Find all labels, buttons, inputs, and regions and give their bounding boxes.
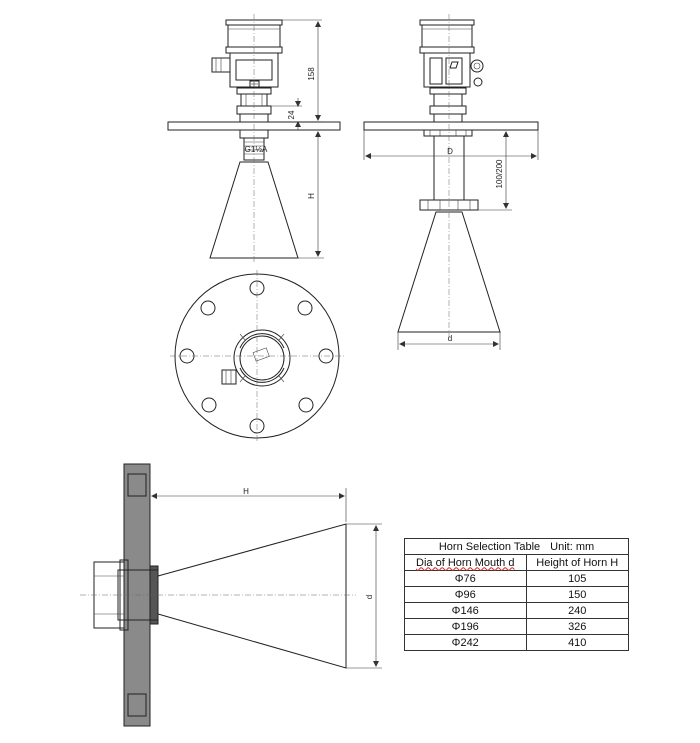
dim-top-height: 158 xyxy=(307,67,316,81)
cell-height: 105 xyxy=(525,570,629,587)
cell-height: 410 xyxy=(525,634,629,651)
section-view: H d xyxy=(80,463,382,727)
dim-neck-height: 24 xyxy=(287,110,296,119)
bolt-hole xyxy=(298,397,314,413)
cell-height: 240 xyxy=(525,602,629,619)
dim-side-height: H xyxy=(243,487,249,496)
cell-dia: Φ76 xyxy=(404,570,527,587)
table-row: Φ242 410 xyxy=(404,634,629,651)
dim-side-mouth: d xyxy=(365,595,374,599)
horn-selection-table: Horn Selection Table Unit: mm Dia of Horn… xyxy=(404,538,629,651)
cell-dia: Φ146 xyxy=(404,602,527,619)
side-view: D 100/200 d xyxy=(363,14,539,350)
dim-horn-mouth: d xyxy=(448,334,452,343)
dim-extension: 100/200 xyxy=(495,159,504,188)
table-title-cell: Horn Selection Table Unit: mm xyxy=(404,538,629,555)
cell-height: 150 xyxy=(525,586,629,603)
table-row: Φ76 105 xyxy=(404,570,629,587)
bolt-hole xyxy=(200,300,216,316)
table-row: Φ96 150 xyxy=(404,586,629,603)
table-header-row: Dia of Horn Mouth d Height of Horn H xyxy=(404,554,629,571)
front-view: 158 24 G1½A H xyxy=(167,14,341,262)
table-title: Horn Selection Table xyxy=(438,540,541,553)
table-row: Φ146 240 xyxy=(404,602,629,619)
col-header-height: Height of Horn H xyxy=(525,554,629,571)
table-row: Φ196 326 xyxy=(404,618,629,635)
bolt-hole xyxy=(201,397,217,413)
bolt-hole xyxy=(297,300,313,316)
dim-horn-height: H xyxy=(307,193,316,199)
dim-flange-dia: D xyxy=(447,147,453,156)
top-view xyxy=(170,270,344,442)
cell-height: 326 xyxy=(525,618,629,635)
cell-dia: Φ196 xyxy=(404,618,527,635)
col-header-dia: Dia of Horn Mouth d xyxy=(404,554,527,571)
cell-dia: Φ96 xyxy=(404,586,527,603)
cell-dia: Φ242 xyxy=(404,634,527,651)
table-unit: Unit: mm xyxy=(550,540,595,553)
dim-thread: G1½A xyxy=(245,145,268,154)
